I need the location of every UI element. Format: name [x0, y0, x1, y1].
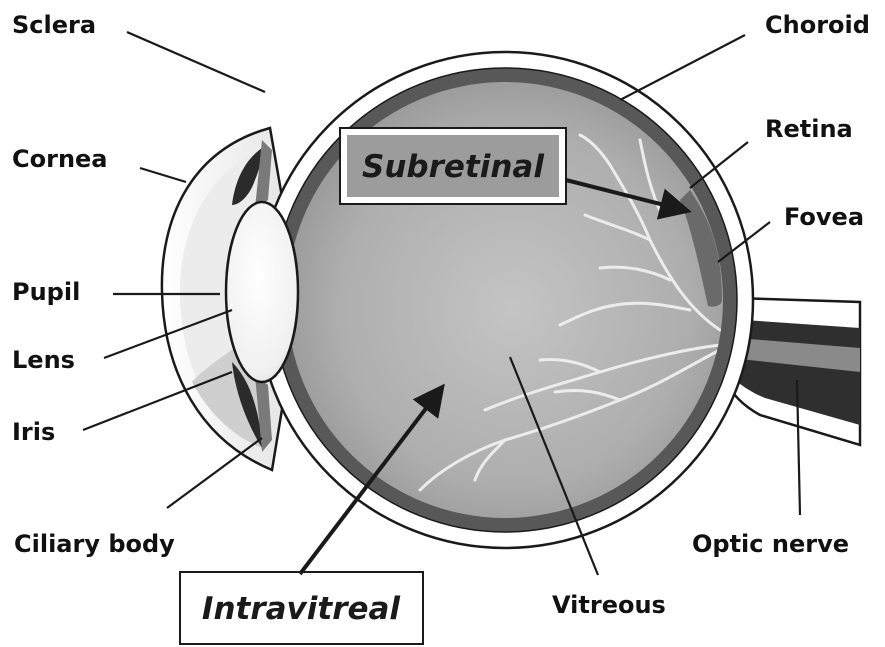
cornea-leader: [140, 168, 186, 182]
optic-nerve-label: Optic nerve: [692, 530, 849, 558]
intravitreal-label: Intravitreal: [202, 591, 401, 627]
vitreous-label: Vitreous: [552, 591, 666, 619]
sclera-leader: [127, 32, 265, 92]
pupil-label: Pupil: [12, 278, 80, 306]
choroid-label: Choroid: [765, 11, 870, 39]
fovea-label: Fovea: [784, 203, 864, 231]
retina-label: Retina: [765, 115, 853, 143]
ciliary-body-leader: [167, 438, 262, 508]
lens-label: Lens: [12, 346, 75, 374]
lens: [226, 202, 298, 382]
choroid-leader: [620, 35, 745, 100]
sclera-label: Sclera: [12, 11, 96, 39]
cornea-label: Cornea: [12, 145, 108, 173]
ciliary-body-label: Ciliary body: [14, 530, 175, 558]
iris-label: Iris: [12, 418, 55, 446]
subretinal-label: Subretinal: [362, 149, 544, 185]
